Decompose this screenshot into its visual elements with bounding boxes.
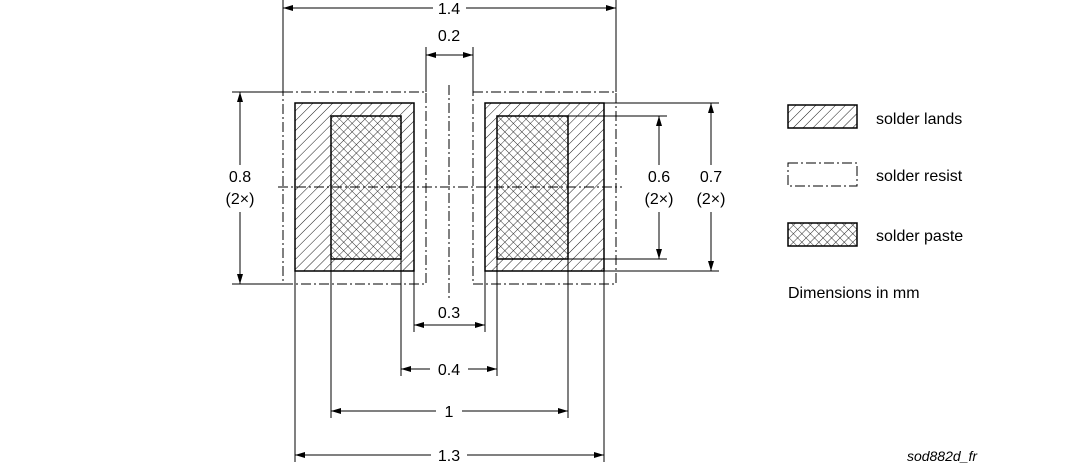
left-pad bbox=[282, 91, 427, 285]
dim-overall-width: 1.4 bbox=[282, 0, 617, 92]
dim-paste-height-mult: (2×) bbox=[645, 191, 674, 208]
legend: solder lands solder resist solder paste … bbox=[787, 104, 963, 302]
dim-resist-height-label: 0.8 bbox=[229, 169, 251, 186]
dim-overall-width-label: 1.4 bbox=[438, 1, 460, 18]
crosshatch-pattern-icon bbox=[787, 222, 858, 247]
left-solder-resist bbox=[282, 91, 427, 285]
dim-gap-paste: 0.4 bbox=[400, 259, 498, 379]
dim-paste-span: 1 bbox=[330, 259, 569, 421]
dim-land-height: 0.7 (2×) bbox=[604, 102, 726, 272]
dim-lands-span-label: 1.3 bbox=[438, 448, 460, 465]
dim-gap-lands: 0.3 bbox=[413, 271, 486, 332]
dim-lands-span: 1.3 bbox=[294, 271, 605, 465]
dim-land-height-mult: (2×) bbox=[697, 191, 726, 208]
right-pad bbox=[472, 91, 617, 285]
dim-resist-height-mult: (2×) bbox=[226, 191, 255, 208]
dim-gap-resist: 0.2 bbox=[425, 28, 474, 92]
hatched-pattern-icon bbox=[787, 104, 858, 129]
dim-paste-span-label: 1 bbox=[445, 404, 454, 421]
figure-reference: sod882d_fr bbox=[907, 448, 978, 464]
dim-paste-height: 0.6 (2×) bbox=[568, 115, 674, 260]
dim-gap-lands-label: 0.3 bbox=[438, 305, 460, 322]
dim-gap-resist-label: 0.2 bbox=[438, 28, 460, 45]
legend-label-solder-paste: solder paste bbox=[876, 228, 963, 245]
right-solder-resist bbox=[472, 91, 617, 285]
dim-land-height-label: 0.7 bbox=[700, 169, 722, 186]
dim-gap-paste-label: 0.4 bbox=[438, 362, 460, 379]
dim-paste-height-label: 0.6 bbox=[648, 169, 670, 186]
center-lines bbox=[278, 85, 622, 300]
legend-label-solder-resist: solder resist bbox=[876, 168, 963, 185]
units-note: Dimensions in mm bbox=[788, 285, 920, 302]
dash-dot-outline-icon bbox=[787, 162, 858, 187]
legend-label-solder-lands: solder lands bbox=[876, 111, 962, 128]
dim-resist-height: 0.8 (2×) bbox=[226, 91, 283, 285]
